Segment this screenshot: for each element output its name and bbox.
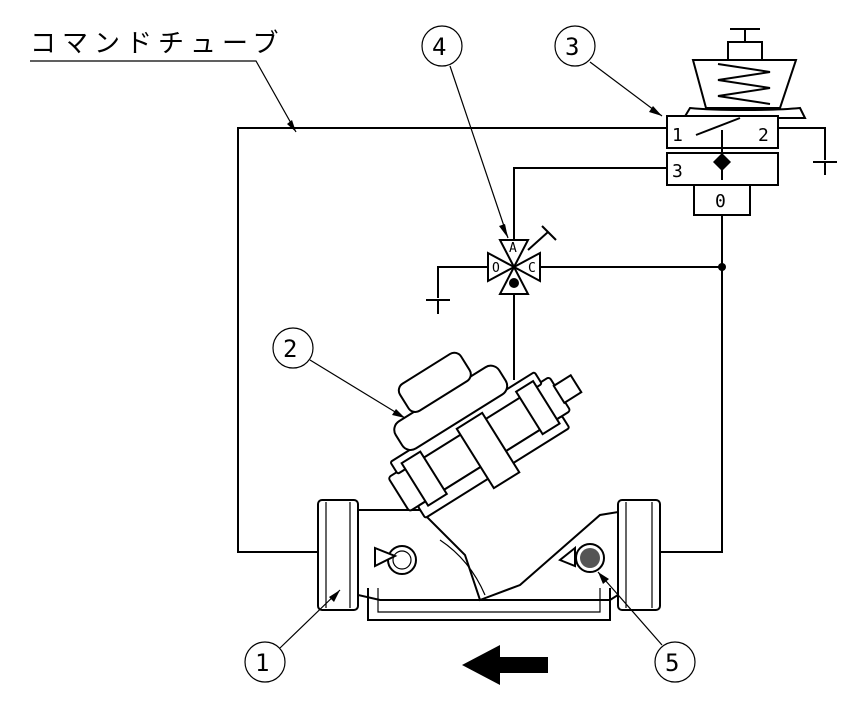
drain-symbol-left bbox=[426, 299, 450, 314]
svg-text:1: 1 bbox=[255, 649, 269, 677]
command-tube-label: コマンドチューブ bbox=[30, 29, 284, 59]
pilot-line-port0 bbox=[658, 215, 723, 553]
callout-5: 5 bbox=[597, 571, 696, 683]
svg-text:5: 5 bbox=[665, 649, 679, 677]
selector-valve bbox=[487, 225, 557, 295]
pilot-line-port3 bbox=[513, 167, 667, 240]
bonnet-assembly bbox=[388, 351, 583, 519]
pilot-valve bbox=[666, 28, 807, 216]
callout-1: 1 bbox=[244, 589, 341, 683]
svg-text:2: 2 bbox=[283, 335, 297, 363]
command-tube-leader bbox=[30, 60, 297, 133]
command-tube-line bbox=[237, 127, 667, 553]
command-tube-arrow bbox=[287, 120, 296, 132]
pilot-port-3: 3 bbox=[672, 161, 683, 182]
main-valve bbox=[317, 499, 661, 621]
svg-text:4: 4 bbox=[432, 33, 446, 61]
selector-port-o: O bbox=[492, 261, 500, 276]
flow-direction-arrow bbox=[462, 645, 548, 685]
selector-port-a: A bbox=[509, 241, 517, 256]
drain-symbol-right bbox=[813, 161, 837, 175]
callout-2: 2 bbox=[272, 327, 406, 419]
drain-line-right bbox=[778, 127, 826, 160]
selector-port-c: C bbox=[528, 261, 536, 276]
pilot-port-1: 1 bbox=[672, 125, 683, 146]
pilot-port-2: 2 bbox=[758, 125, 769, 146]
pilot-port-0: 0 bbox=[715, 191, 726, 212]
callout-3: 3 bbox=[554, 25, 663, 117]
drain-line-left bbox=[437, 266, 488, 298]
callout-4: 4 bbox=[421, 25, 509, 239]
svg-text:3: 3 bbox=[565, 33, 579, 61]
